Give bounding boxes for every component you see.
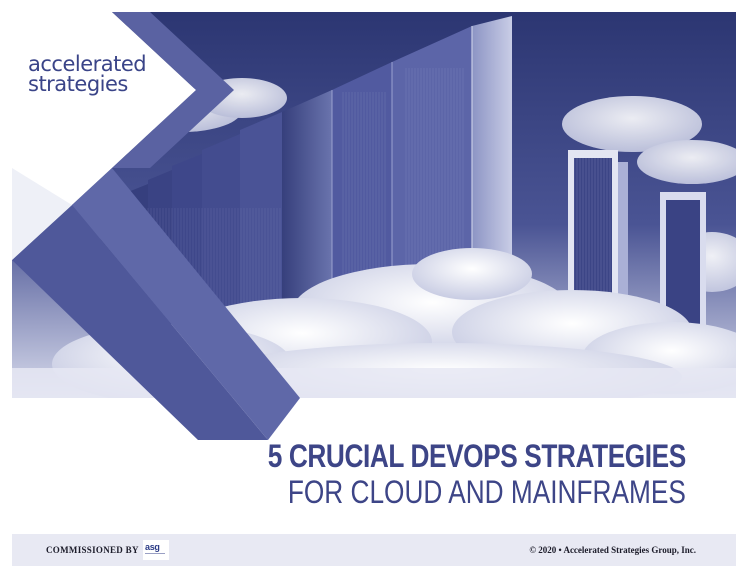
- logo-line-accelerated: accelerated: [28, 52, 147, 76]
- accelerated-strategies-logo: accelerated strategies: [28, 52, 147, 96]
- footer-band: COMMISSIONED BY asg © 2020 • Accelerated…: [12, 534, 736, 566]
- asg-sponsor-logo: asg: [143, 540, 169, 560]
- title-subtitle: FOR CLOUD AND MAINFRAMES: [287, 474, 686, 510]
- report-title: 5 CRUCIAL DEVOPS STRATEGIES FOR CLOUD AN…: [176, 438, 686, 510]
- copyright-notice: © 2020 • Accelerated Strategies Group, I…: [529, 545, 696, 555]
- asg-logo-text: asg: [145, 542, 160, 552]
- logo-line-strategies: strategies: [28, 72, 128, 96]
- title-main: 5 CRUCIAL DEVOPS STRATEGIES: [267, 438, 686, 474]
- commissioned-by-label: COMMISSIONED BY: [46, 545, 139, 555]
- asg-logo-underline: [145, 553, 165, 554]
